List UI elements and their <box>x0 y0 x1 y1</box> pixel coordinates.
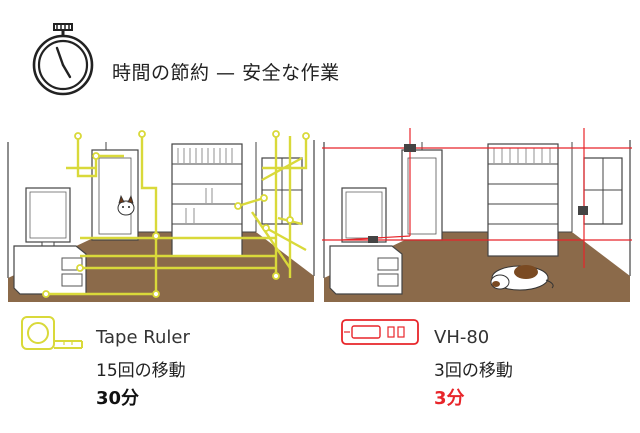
time-value: 3分 <box>434 388 465 409</box>
stopwatch-icon <box>32 23 94 96</box>
tv-cabinet <box>329 187 403 295</box>
device-name: VH-80 <box>434 327 490 348</box>
cat <box>117 194 135 216</box>
tape-measure-lines <box>46 136 308 296</box>
laser-meter-icon <box>341 319 419 345</box>
page-title: 時間の節約 — 安全な作業 <box>112 62 340 84</box>
time-value: 30分 <box>96 388 140 409</box>
tape-measure-endpoints <box>42 130 310 298</box>
window <box>583 157 623 225</box>
room-scene-tape <box>7 130 315 302</box>
dog <box>490 265 554 291</box>
bookshelf <box>487 143 559 257</box>
move-count: 15回の移動 <box>96 361 186 381</box>
tape-measure-icon <box>21 316 83 350</box>
header: 時間の節約 — 安全な作業 <box>0 0 640 120</box>
room-scene-laser <box>322 128 632 302</box>
tv-cabinet <box>13 187 87 295</box>
move-count: 3回の移動 <box>434 361 513 381</box>
device-name: Tape Ruler <box>96 327 190 348</box>
laser-device <box>368 144 588 243</box>
